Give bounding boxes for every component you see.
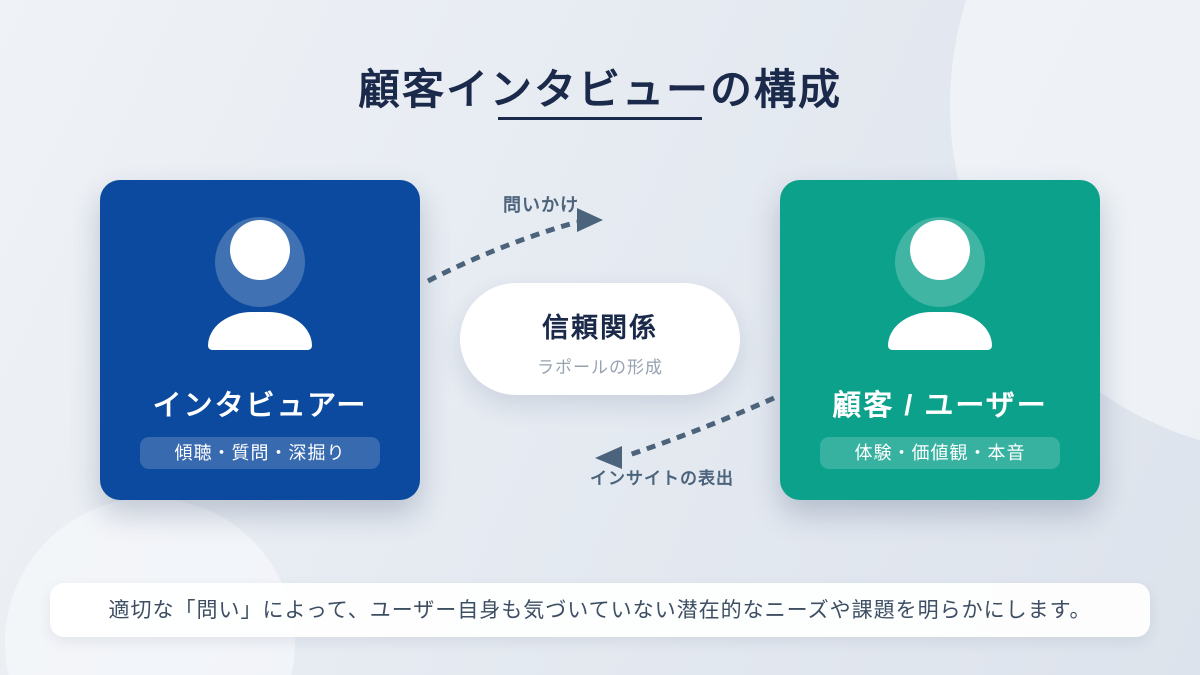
interviewer-card-title: インタビュアー xyxy=(152,390,368,422)
arrowhead-right-icon xyxy=(577,208,603,232)
interviewer-card-tags: 傾聴・質問・深掘り xyxy=(140,437,380,469)
person-icon-shoulders xyxy=(888,312,992,350)
questioning-arrow-curve xyxy=(426,219,578,284)
person-icon-shoulders xyxy=(208,312,312,350)
person-icon xyxy=(208,217,312,350)
trust-relationship-subtitle: ラポールの形成 xyxy=(537,358,663,377)
customer-card-tags: 体験・価値観・本音 xyxy=(820,437,1060,469)
trust-relationship-title: 信頼関係 xyxy=(542,313,658,343)
title-underline xyxy=(498,117,702,120)
trust-relationship-pill: 信頼関係 ラポールの形成 xyxy=(460,283,740,395)
person-icon-head xyxy=(910,220,970,280)
questioning-arrow-label: 問いかけ xyxy=(503,195,579,215)
insight-arrow-curve xyxy=(625,395,776,459)
insight-arrow-label: インサイトの表出 xyxy=(590,469,734,488)
customer-card-title: 顧客 / ユーザー xyxy=(832,390,1048,422)
person-icon-head xyxy=(230,220,290,280)
person-icon xyxy=(888,217,992,350)
footer-note: 適切な「問い」によって、ユーザー自身も気づいていない潜在的なニーズや課題を明らか… xyxy=(50,583,1150,637)
customer-card: 顧客 / ユーザー 体験・価値観・本音 xyxy=(780,180,1100,500)
interviewer-card: インタビュアー 傾聴・質問・深掘り xyxy=(100,180,420,500)
page-title: 顧客インタビューの構成 xyxy=(357,66,842,113)
